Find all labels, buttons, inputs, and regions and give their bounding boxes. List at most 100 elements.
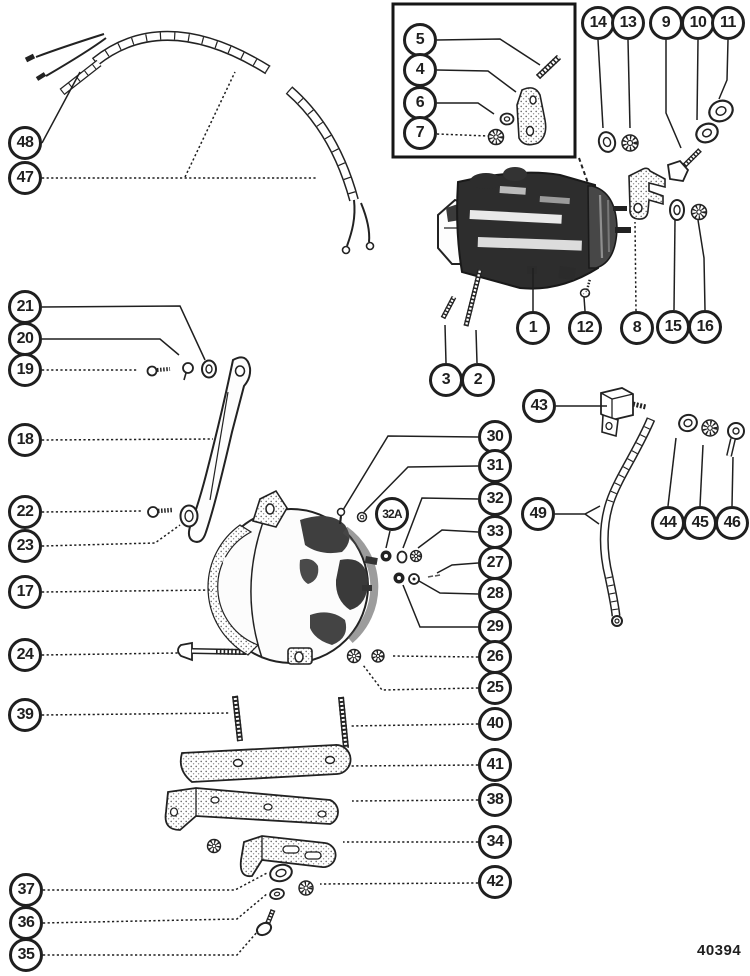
callout-13: 13 xyxy=(611,6,645,40)
leader-line-41 xyxy=(347,764,479,767)
callout-41: 41 xyxy=(478,748,512,782)
callout-8: 8 xyxy=(620,311,654,345)
starter-hardware-drawings xyxy=(440,99,734,327)
leader-line-30 xyxy=(342,435,479,511)
lock-nut-16-drawing xyxy=(690,203,708,221)
callout-21: 21 xyxy=(8,290,42,324)
washer-14-drawing xyxy=(597,131,617,153)
leader-line-8 xyxy=(634,221,637,312)
callout-32A: 32A xyxy=(375,497,409,531)
callout-12: 12 xyxy=(568,311,602,345)
callout-49: 49 xyxy=(521,497,555,531)
callout-40: 40 xyxy=(478,707,512,741)
leader-line-10 xyxy=(696,39,699,121)
leader-line-11 xyxy=(718,39,729,100)
leader-line-24 xyxy=(41,652,179,656)
bottom-bracket-drawings xyxy=(164,696,352,937)
left-hardware-drawings xyxy=(146,356,252,742)
leader-line-42 xyxy=(319,882,479,885)
switch-bracket-43-drawing xyxy=(600,387,647,438)
bracket-34-drawing xyxy=(239,835,337,878)
leader-line-5 xyxy=(436,38,541,66)
leader-line-47 xyxy=(184,71,236,178)
leader-line-20 xyxy=(42,338,180,356)
grommet-23-drawing xyxy=(179,504,199,528)
leader-line-32 xyxy=(402,497,479,549)
callout-22: 22 xyxy=(8,495,42,529)
bolt-9-drawing xyxy=(667,148,702,182)
leader-line-15 xyxy=(673,219,676,311)
alternator-drawing xyxy=(207,489,379,665)
ring-32-drawing xyxy=(396,550,408,564)
pin-30-drawing xyxy=(336,507,346,525)
leader-line-12 xyxy=(583,296,586,312)
callout-46: 46 xyxy=(715,506,749,540)
alternator-hardware-drawings xyxy=(336,507,441,664)
callout-20: 20 xyxy=(8,322,42,356)
leader-line-23 xyxy=(41,524,181,547)
leader-line-48 xyxy=(41,71,81,144)
leader-line-49 xyxy=(584,513,600,525)
callout-4: 4 xyxy=(403,53,437,87)
callout-11: 11 xyxy=(711,6,745,40)
washer-10-drawing xyxy=(695,122,719,144)
washer-36-drawing xyxy=(269,888,285,900)
nut-7-drawing xyxy=(487,128,505,146)
ring-29-drawing xyxy=(393,572,405,584)
leader-lines xyxy=(41,38,734,956)
callout-35: 35 xyxy=(9,938,43,972)
leader-line-22 xyxy=(41,510,143,513)
callout-28: 28 xyxy=(478,577,512,611)
battery-cable-49-drawing xyxy=(599,417,656,627)
screw-35-drawing xyxy=(255,909,276,937)
nut-loose-drawing xyxy=(206,838,222,854)
alignment-dashed-line xyxy=(578,157,590,187)
washer-31-drawing xyxy=(356,511,368,523)
leader-line-3 xyxy=(444,324,447,364)
leader-line-45 xyxy=(699,444,704,507)
leader-line-4 xyxy=(436,69,517,93)
leader-line-31 xyxy=(363,465,479,513)
callout-6: 6 xyxy=(403,86,437,120)
callout-32: 32 xyxy=(478,482,512,516)
ring-28-drawing xyxy=(408,573,420,585)
bracket-4-drawing xyxy=(516,87,547,146)
callout-18: 18 xyxy=(8,423,42,457)
inset-detail-box xyxy=(391,2,590,187)
leader-line-13 xyxy=(627,39,631,129)
callout-36: 36 xyxy=(9,906,43,940)
leader-line-46 xyxy=(731,456,734,507)
leader-line-14 xyxy=(597,39,604,129)
ring-32A-drawing xyxy=(380,550,392,562)
callout-38: 38 xyxy=(478,783,512,817)
callout-17: 17 xyxy=(8,575,42,609)
callout-45: 45 xyxy=(683,506,717,540)
callout-7: 7 xyxy=(403,116,437,150)
leader-line-6 xyxy=(437,102,495,115)
stud-2-drawing xyxy=(463,269,483,327)
callout-23: 23 xyxy=(8,529,42,563)
leader-line-35 xyxy=(43,930,259,956)
bracket-38-drawing xyxy=(164,787,339,831)
washer-6-drawing xyxy=(499,112,515,126)
leader-line-16 xyxy=(697,219,706,311)
callout-3: 3 xyxy=(429,363,463,397)
callout-26: 26 xyxy=(478,640,512,674)
leader-line-29 xyxy=(402,584,478,628)
washer-15-drawing xyxy=(669,199,685,221)
callout-34: 34 xyxy=(478,825,512,859)
callout-14: 14 xyxy=(581,6,615,40)
leader-line-21 xyxy=(41,305,206,361)
bracket-41-drawing xyxy=(179,744,352,783)
callout-31: 31 xyxy=(478,449,512,483)
leader-line-25 xyxy=(362,664,479,691)
leader-line-37 xyxy=(43,872,268,891)
callout-47: 47 xyxy=(8,161,42,195)
ring-20-drawing xyxy=(182,362,194,381)
callout-29: 29 xyxy=(478,610,512,644)
callout-1: 1 xyxy=(516,311,550,345)
callout-24: 24 xyxy=(8,638,42,672)
callout-37: 37 xyxy=(9,873,43,907)
